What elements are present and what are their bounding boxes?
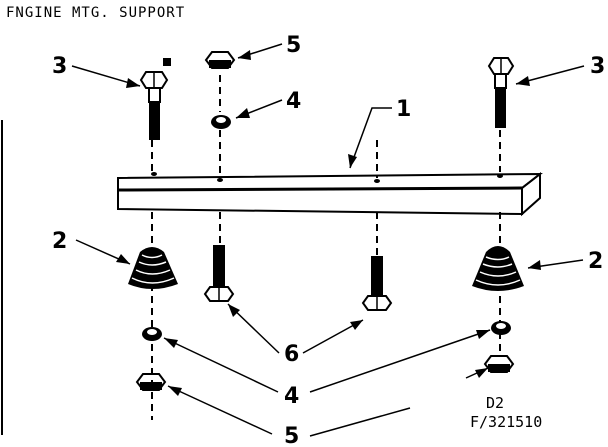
bolt-top-right <box>487 57 515 128</box>
bolt-top-left <box>139 58 171 140</box>
callout-washer-top: 4 <box>286 89 301 114</box>
isolator-left <box>128 247 178 289</box>
callout-isolator-left: 2 <box>52 229 67 254</box>
stud-left <box>203 245 235 302</box>
callout-bolt-right: 3 <box>590 54 605 79</box>
drawing-code-line1: D2 <box>486 394 504 412</box>
callout-bolt-left: 3 <box>52 54 67 79</box>
drawing-code-line2: F/321510 <box>470 413 542 431</box>
callout-washer-bottom: 4 <box>284 384 299 409</box>
leader-arrowheads <box>116 50 541 396</box>
callout-isolator-right: 2 <box>588 249 603 274</box>
callout-bracket: 1 <box>396 97 411 122</box>
washer-bottom-right <box>491 321 511 335</box>
diagram-title: FNGINE MTG. SUPPORT <box>6 5 185 21</box>
nut-bottom-left <box>135 373 167 391</box>
nut-bottom-right <box>483 355 515 373</box>
isolator-right <box>472 246 524 291</box>
callout-nut-top: 5 <box>286 33 301 58</box>
nut-top <box>204 51 236 69</box>
callout-stud-bolts: 6 <box>284 342 299 367</box>
stud-right <box>361 256 393 311</box>
washer-bottom-left <box>142 327 162 341</box>
mounting-bracket <box>117 171 543 217</box>
callout-nut-bottom: 5 <box>284 424 299 447</box>
washer-top <box>211 115 231 129</box>
